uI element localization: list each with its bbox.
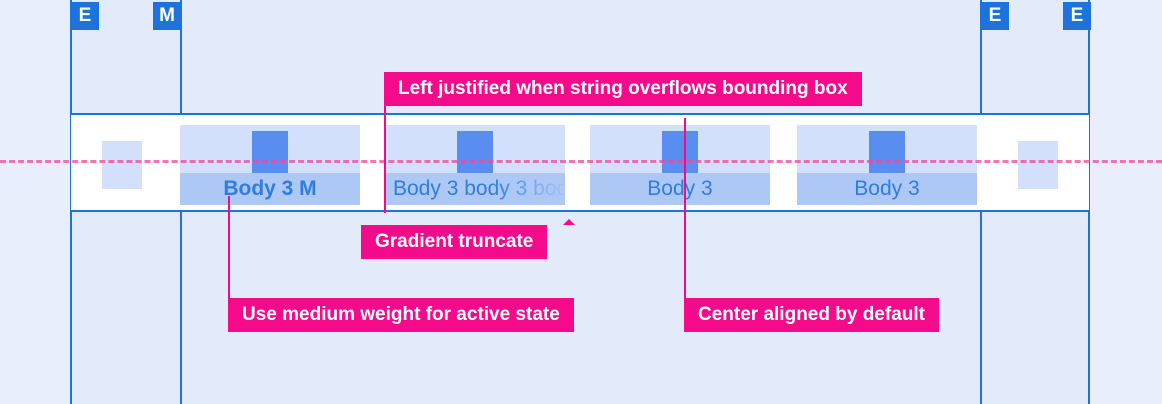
list-item-stub-left bbox=[102, 141, 142, 189]
item-label-band: Body 3 bbox=[797, 173, 977, 205]
list-item[interactable]: Body 3 body 3 body 3 bbox=[385, 125, 565, 205]
item-icon-band bbox=[797, 125, 977, 173]
item-icon-band bbox=[590, 125, 770, 173]
annotation-medium-weight: Use medium weight for active state bbox=[228, 298, 574, 332]
item-icon bbox=[662, 131, 698, 173]
list-item[interactable]: Body 3 bbox=[797, 125, 977, 205]
item-label-band: Body 3 M bbox=[180, 173, 360, 205]
leader-line-center-aligned bbox=[684, 118, 686, 298]
annotation-overflow: Left justified when string overflows bou… bbox=[384, 72, 862, 106]
marker-badge-m: M bbox=[153, 2, 181, 30]
leader-line-overflow bbox=[384, 106, 386, 213]
list-item[interactable]: Body 3 M bbox=[180, 125, 360, 205]
marker-badge-e-2: E bbox=[981, 2, 1009, 30]
item-label-band: Body 3 bbox=[590, 173, 770, 205]
annotation-center-aligned: Center aligned by default bbox=[684, 298, 939, 332]
leader-line-medium-weight bbox=[228, 196, 230, 298]
item-icon bbox=[457, 131, 493, 173]
baseline-guide bbox=[0, 160, 1162, 163]
item-icon bbox=[869, 131, 905, 173]
item-label: Body 3 M bbox=[223, 177, 317, 200]
item-label-band: Body 3 body 3 body 3 bbox=[385, 173, 565, 205]
pointer-gradient bbox=[563, 219, 575, 225]
marker-badge-e-3: E bbox=[1063, 2, 1091, 30]
annotation-gradient: Gradient truncate bbox=[361, 225, 548, 259]
item-label: Body 3 body 3 body 3 bbox=[393, 177, 565, 200]
item-label: Body 3 bbox=[854, 177, 920, 200]
item-icon bbox=[252, 131, 288, 173]
marker-badge-e-1: E bbox=[71, 2, 99, 30]
list-item[interactable]: Body 3 bbox=[590, 125, 770, 205]
item-icon-band bbox=[180, 125, 360, 173]
item-icon-band bbox=[385, 125, 565, 173]
list-item-stub-right bbox=[1018, 141, 1058, 189]
item-label: Body 3 bbox=[647, 177, 713, 200]
guide-line-4 bbox=[1088, 0, 1090, 404]
